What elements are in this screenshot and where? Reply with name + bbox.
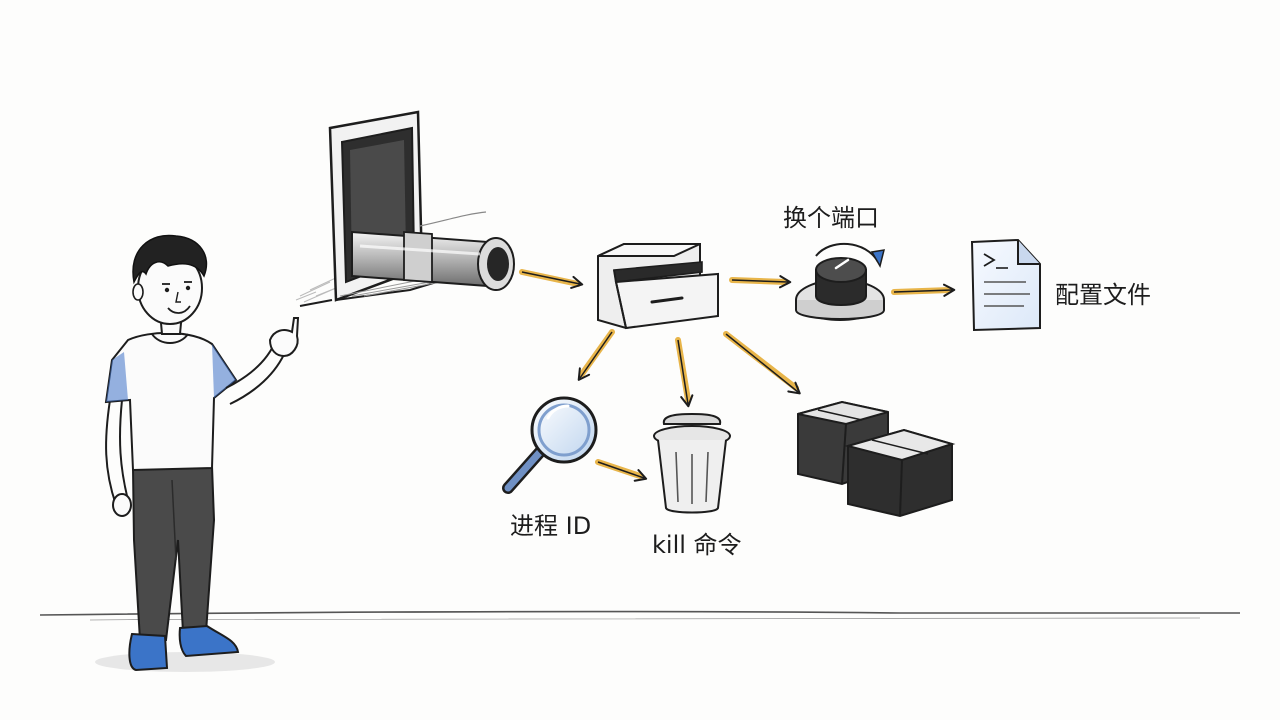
label-kill-command: kill 命令 [652,531,742,559]
arrow-drawer-to-magnifier [577,329,615,381]
arrow-drawer-to-boxes [723,331,801,395]
label-process-id: 进程 ID [510,512,592,540]
document-icon [970,238,1041,332]
pipe-icon [351,230,515,291]
arrow-pipe-to-drawer [519,269,584,289]
trash-can-icon [653,412,731,514]
ground-line [39,610,1241,621]
arrow-magnifier-to-trash [595,459,648,482]
drawer-icon [597,243,719,330]
boxes-icon [797,400,956,518]
arrow-dial-to-config [891,283,956,297]
label-change-port: 换个端口 [783,204,879,232]
arrow-drawer-to-dial [729,275,792,289]
magnifier-icon [502,396,598,494]
arrow-drawer-to-trash [675,337,694,408]
label-config-file: 配置文件 [1055,281,1151,309]
person-icon [95,234,300,672]
dial-icon [795,242,886,321]
